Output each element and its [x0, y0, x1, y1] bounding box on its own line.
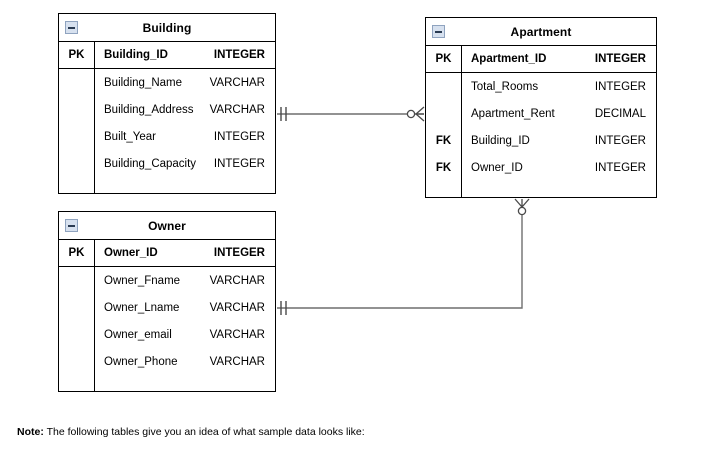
field-row: Building_ID INTEGER — [462, 127, 656, 154]
field-name: Building_Name — [104, 76, 182, 89]
field-row: Apartment_ID INTEGER — [462, 46, 656, 73]
entity-apartment-header: Apartment — [426, 18, 656, 46]
field-type: VARCHAR — [209, 328, 265, 341]
cardinality-zero-apartment — [406, 109, 416, 119]
field-type: VARCHAR — [209, 301, 265, 314]
key-cell: PK — [59, 42, 94, 69]
entity-pad — [462, 181, 656, 197]
entity-apartment-field-column: Apartment_ID INTEGER Total_Rooms INTEGER… — [462, 46, 656, 197]
key-cell — [59, 150, 94, 177]
field-name: Owner_Lname — [104, 301, 180, 314]
footnote-text: The following tables give you an idea of… — [43, 426, 365, 438]
field-row: Owner_Lname VARCHAR — [95, 294, 275, 321]
entity-pad — [95, 375, 275, 391]
field-type: INTEGER — [594, 134, 646, 147]
field-row: Building_Capacity INTEGER — [95, 150, 275, 177]
key-label: FK — [435, 161, 452, 174]
entity-apartment-title: Apartment — [510, 24, 572, 39]
field-type: INTEGER — [594, 161, 646, 174]
field-type: INTEGER — [213, 49, 265, 61]
key-cell — [59, 294, 94, 321]
field-row: Building_ID INTEGER — [95, 42, 275, 69]
entity-owner-header: Owner — [59, 212, 275, 240]
key-cell: PK — [426, 46, 461, 73]
field-row: Total_Rooms INTEGER — [462, 73, 656, 100]
cardinality-many-apartment — [415, 106, 425, 122]
field-type: DECIMAL — [594, 107, 646, 120]
entity-building-title: Building — [142, 20, 192, 35]
key-cell — [426, 73, 461, 100]
entity-building-key-column: PK — [59, 42, 95, 193]
key-label: PK — [435, 53, 452, 65]
field-type: VARCHAR — [209, 274, 265, 287]
field-type: VARCHAR — [209, 76, 265, 89]
entity-owner[interactable]: Owner PK Owner_ID INTEGER Owner_Fname VA… — [58, 211, 276, 392]
entity-apartment[interactable]: Apartment PK FK FK Apartment_ID INTEGER … — [425, 17, 657, 198]
field-row: Owner_ID INTEGER — [95, 240, 275, 267]
field-type: VARCHAR — [209, 355, 265, 368]
key-cell — [59, 123, 94, 150]
field-type: INTEGER — [594, 53, 646, 65]
collapse-minus-icon[interactable] — [65, 219, 78, 232]
entity-owner-title: Owner — [148, 218, 186, 233]
field-name: Apartment_ID — [471, 53, 547, 65]
entity-building-header: Building — [59, 14, 275, 42]
field-name: Owner_ID — [104, 247, 158, 259]
entity-pad — [59, 375, 94, 391]
field-type: INTEGER — [594, 80, 646, 93]
field-row: Building_Name VARCHAR — [95, 69, 275, 96]
field-name: Building_ID — [471, 134, 530, 147]
field-row: Apartment_Rent DECIMAL — [462, 100, 656, 127]
entity-building[interactable]: Building PK Building_ID INTEGER Building… — [58, 13, 276, 194]
field-type: INTEGER — [213, 130, 265, 143]
field-name: Owner_Fname — [104, 274, 181, 287]
entity-pad — [426, 181, 461, 197]
field-row: Built_Year INTEGER — [95, 123, 275, 150]
key-cell — [59, 267, 94, 294]
field-name: Building_Capacity — [104, 157, 197, 170]
field-name: Built_Year — [104, 130, 157, 143]
relationship-owner-apartment[interactable] — [277, 198, 530, 315]
collapse-minus-icon[interactable] — [432, 25, 445, 38]
key-cell — [59, 348, 94, 375]
entity-apartment-key-column: PK FK FK — [426, 46, 462, 197]
field-name: Owner_ID — [471, 161, 523, 174]
entity-pad — [59, 177, 94, 193]
key-cell — [59, 321, 94, 348]
key-label: FK — [435, 134, 452, 147]
cardinality-zero-owner-apartment — [517, 206, 527, 216]
footnote: Note: The following tables give you an i… — [17, 426, 365, 440]
key-cell: FK — [426, 127, 461, 154]
field-name: Apartment_Rent — [471, 107, 555, 120]
key-cell — [59, 96, 94, 123]
field-type: INTEGER — [213, 247, 265, 259]
field-row: Owner_email VARCHAR — [95, 321, 275, 348]
key-label: PK — [68, 247, 85, 259]
field-row: Owner_Fname VARCHAR — [95, 267, 275, 294]
collapse-minus-icon[interactable] — [65, 21, 78, 34]
key-cell: PK — [59, 240, 94, 267]
field-name: Building_Address — [104, 103, 194, 116]
entity-pad — [95, 177, 275, 193]
field-row: Building_Address VARCHAR — [95, 96, 275, 123]
footnote-label: Note: — [17, 426, 44, 438]
cardinality-many-owner-apartment — [514, 198, 530, 208]
entity-owner-key-column: PK — [59, 240, 95, 391]
field-row: Owner_ID INTEGER — [462, 154, 656, 181]
field-type: VARCHAR — [209, 103, 265, 116]
field-name: Total_Rooms — [471, 80, 539, 93]
entity-owner-field-column: Owner_ID INTEGER Owner_Fname VARCHAR Own… — [95, 240, 275, 391]
field-name: Owner_email — [104, 328, 172, 341]
entity-building-field-column: Building_ID INTEGER Building_Name VARCHA… — [95, 42, 275, 193]
field-type: INTEGER — [213, 157, 265, 170]
key-label: PK — [68, 49, 85, 61]
key-cell: FK — [426, 154, 461, 181]
field-row: Owner_Phone VARCHAR — [95, 348, 275, 375]
relationship-building-apartment[interactable] — [277, 106, 425, 122]
field-name: Building_ID — [104, 49, 168, 61]
key-cell — [59, 69, 94, 96]
key-cell — [426, 100, 461, 127]
field-name: Owner_Phone — [104, 355, 178, 368]
